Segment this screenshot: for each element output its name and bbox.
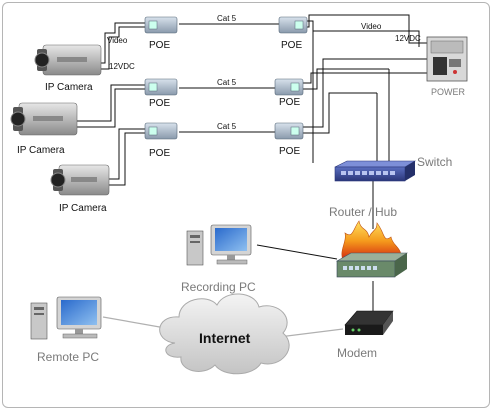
power-label: POWER xyxy=(431,87,466,97)
firewall-flame xyxy=(341,220,402,262)
ip-camera-label-2: IP Camera xyxy=(17,145,65,156)
pc-monitor-screen xyxy=(61,300,97,325)
modem xyxy=(344,310,394,335)
camera-label-strip xyxy=(57,57,87,62)
poe-left-3 xyxy=(144,122,178,140)
ip-camera-1 xyxy=(34,44,102,76)
camera-label-strip xyxy=(33,116,63,121)
wire-poe-right-power xyxy=(305,14,427,44)
poe-right-1 xyxy=(278,16,308,34)
poe-label-right-2: POE xyxy=(279,97,300,108)
poe-label-right-3: POE xyxy=(279,146,300,157)
poe-left-2 xyxy=(144,78,178,96)
wire-cam1-video xyxy=(99,22,145,64)
wires-black xyxy=(75,14,427,313)
wire-cam1-power xyxy=(99,26,145,70)
wire-poe3-right-a xyxy=(301,58,427,128)
network-switch xyxy=(334,160,417,182)
router-hub-label: Router / Hub xyxy=(329,205,397,219)
video-label-1: Video xyxy=(107,36,128,45)
vdc-label-1: 12VDC xyxy=(109,62,135,71)
power-supply xyxy=(426,36,468,82)
wire-recpc-router xyxy=(256,244,338,260)
poe-label-left-2: POE xyxy=(149,98,170,109)
pc-tower xyxy=(30,302,48,340)
poe-right-2 xyxy=(274,78,304,96)
internet-label: Internet xyxy=(199,330,251,346)
modem-label: Modem xyxy=(337,346,377,360)
camera-lens xyxy=(10,111,26,127)
internet-cloud xyxy=(159,293,290,375)
wire-poe2-right-a xyxy=(301,72,427,84)
wire-internet-modem xyxy=(278,328,344,338)
poe-right-3 xyxy=(274,122,304,140)
pc-tower xyxy=(186,230,204,266)
wire-cam2-b xyxy=(75,88,145,128)
camera-lens xyxy=(34,52,50,68)
wire-poe2-right-b xyxy=(301,68,389,90)
remote-pc xyxy=(30,296,102,340)
video-label-2: Video xyxy=(361,22,382,31)
ip-camera-label-1: IP Camera xyxy=(45,82,93,93)
diagram-canvas: Video 12VDC POE Cat 5 POE Video 12VDC PO… xyxy=(10,14,468,375)
poe-label-left-3: POE xyxy=(149,148,170,159)
recording-pc-label: Recording PC xyxy=(181,280,256,294)
wire-cam3-b xyxy=(107,132,145,186)
ip-camera-2 xyxy=(10,102,78,136)
vdc-label-2: 12VDC xyxy=(395,34,421,43)
camera-label-strip xyxy=(71,177,97,182)
poe-label-right-1: POE xyxy=(281,40,302,51)
router-firewall xyxy=(335,220,408,278)
cat5-label-2: Cat 5 xyxy=(217,78,237,87)
labels: Video 12VDC POE Cat 5 POE Video 12VDC PO… xyxy=(17,14,466,364)
remote-pc-label: Remote PC xyxy=(37,350,99,364)
camera-lens xyxy=(50,172,66,188)
switch-label: Switch xyxy=(417,155,452,169)
cat5-label-3: Cat 5 xyxy=(217,122,237,131)
pc-monitor-screen xyxy=(215,228,247,251)
poe-left-1 xyxy=(144,16,178,34)
wire-cam2-a xyxy=(75,84,145,122)
ip-camera-3 xyxy=(50,164,110,196)
wire-poe3-right-b xyxy=(301,92,377,134)
cat5-label-1: Cat 5 xyxy=(217,14,237,23)
ip-camera-label-3: IP Camera xyxy=(59,203,107,214)
poe-label-left-1: POE xyxy=(149,40,170,51)
recording-pc xyxy=(186,224,252,266)
wire-cam3-a xyxy=(107,128,145,180)
